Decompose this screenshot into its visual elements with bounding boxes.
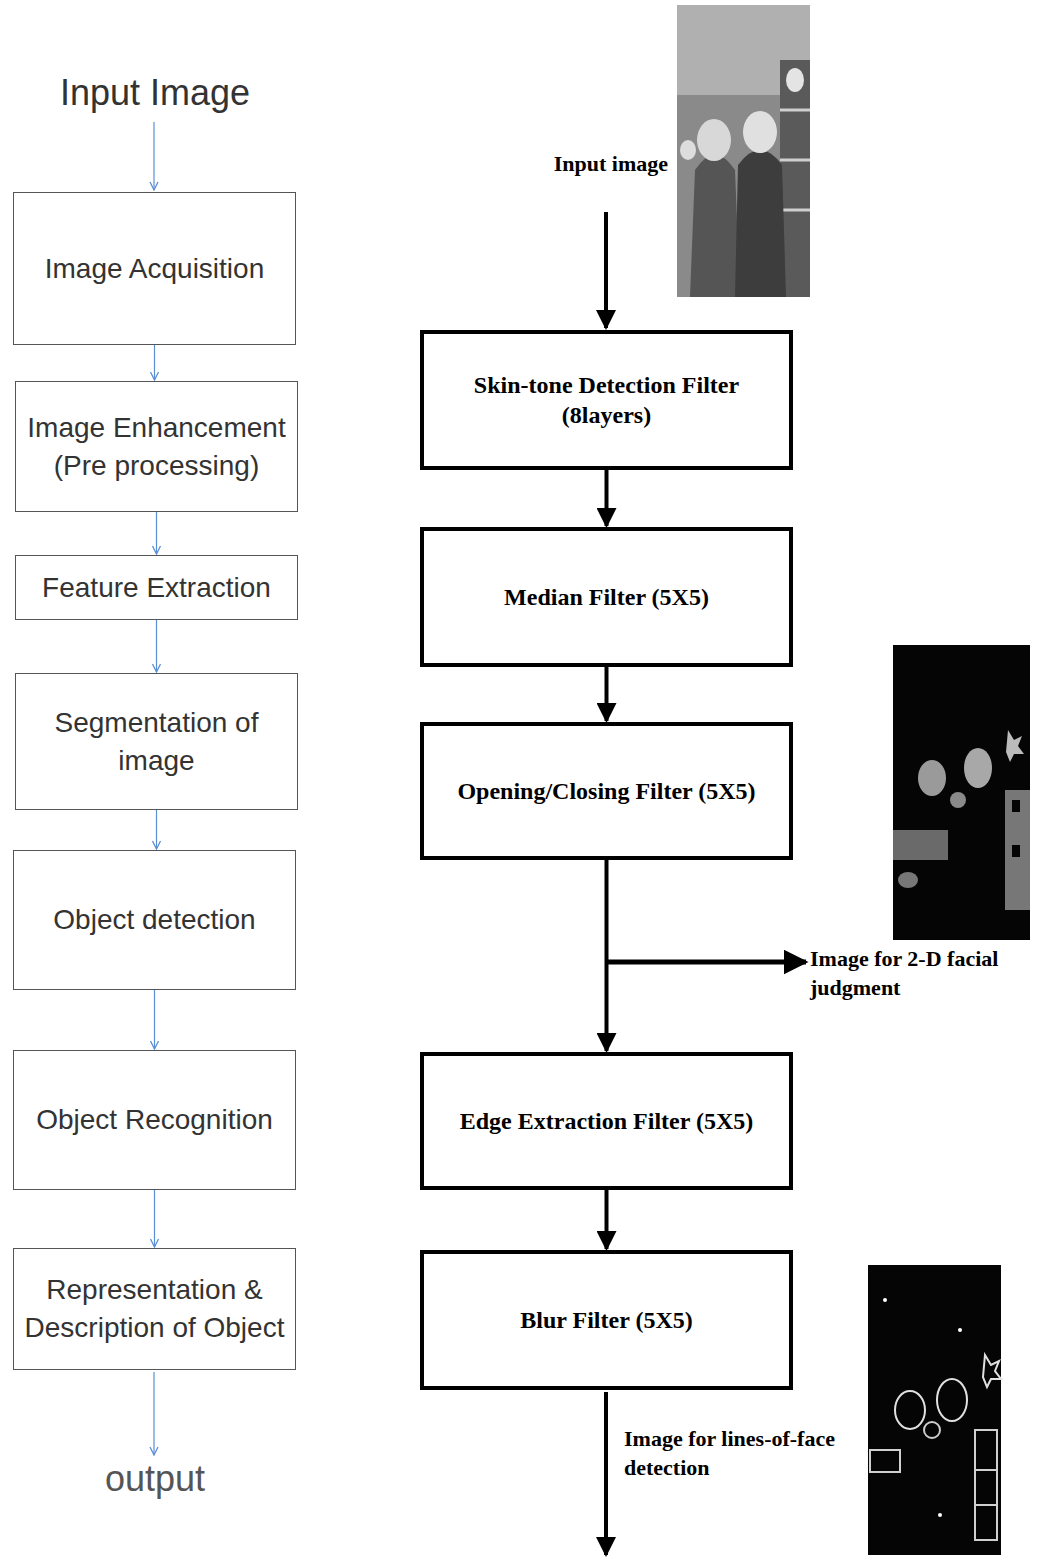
input-photo xyxy=(677,5,810,297)
edge-image xyxy=(868,1265,1001,1555)
input-label: Input Image xyxy=(30,72,280,114)
flow-arrow xyxy=(154,345,155,380)
image-ground xyxy=(893,645,1030,940)
filter-box: Skin-tone Detection Filter (8layers) xyxy=(420,330,793,470)
filter-box: Median Filter (5X5) xyxy=(420,527,793,667)
process-box: Object detection xyxy=(13,850,296,990)
box-text: Opening/Closing Filter (5X5) xyxy=(457,776,755,806)
bench-slat xyxy=(780,109,810,112)
filter-box: Opening/Closing Filter (5X5) xyxy=(420,722,793,860)
box-text: Segmentation of image xyxy=(26,704,287,780)
box-text: Representation & Description of Object xyxy=(24,1271,285,1347)
output-arrow xyxy=(153,1372,154,1455)
hand-blob xyxy=(1006,730,1024,762)
face xyxy=(743,111,777,153)
face-blob xyxy=(918,760,946,796)
image-ground xyxy=(868,1265,1001,1555)
process-box: Feature Extraction xyxy=(15,555,298,620)
hand xyxy=(680,140,696,160)
bench-outline xyxy=(870,1450,900,1472)
input-arrow xyxy=(604,212,608,328)
photo-sky xyxy=(677,5,810,95)
filter-box: Blur Filter (5X5) xyxy=(420,1250,793,1390)
noise-dot xyxy=(938,1513,942,1517)
bench-slat xyxy=(780,209,810,212)
bench-outline xyxy=(975,1504,997,1506)
process-box: Representation & Description of Object xyxy=(13,1248,296,1370)
box-text: Image Acquisition xyxy=(45,250,264,288)
hand xyxy=(786,68,804,92)
flow-arrow xyxy=(154,1190,155,1247)
person-body xyxy=(690,155,740,297)
box-text: Image Enhancement (Pre processing) xyxy=(26,409,287,485)
person-body xyxy=(735,150,786,297)
bench-outline xyxy=(975,1469,997,1471)
box-text: Object detection xyxy=(53,901,255,939)
result-label: Image for 2-D facial judgment xyxy=(810,945,1042,1002)
bench-slat xyxy=(780,159,810,162)
noise-dot xyxy=(883,1298,887,1302)
process-box: Image Enhancement (Pre processing) xyxy=(15,381,298,512)
input-label: Input image xyxy=(470,150,668,179)
box-text: Skin-tone Detection Filter (8layers) xyxy=(436,370,777,430)
noise-dot xyxy=(958,1328,962,1332)
box-text: Feature Extraction xyxy=(42,569,271,607)
hand-blob xyxy=(898,872,918,888)
face-outline xyxy=(937,1379,967,1421)
box-text: Edge Extraction Filter (5X5) xyxy=(460,1106,754,1136)
face-blob xyxy=(964,748,992,788)
process-box: Segmentation of image xyxy=(15,673,298,810)
hand-outline xyxy=(983,1355,1001,1387)
result-label: Image for lines-of-face detection xyxy=(624,1425,864,1482)
flow-arrow xyxy=(605,1190,609,1249)
flow-arrow xyxy=(605,860,609,1051)
bench-outline xyxy=(975,1430,997,1540)
bench-blob xyxy=(1005,790,1030,910)
output-label: output xyxy=(30,1458,280,1500)
box-text: Median Filter (5X5) xyxy=(504,582,709,612)
box-text: Object Recognition xyxy=(36,1101,273,1139)
branch-arrow xyxy=(606,960,806,965)
hand-blob xyxy=(950,792,966,808)
face-outline xyxy=(895,1391,925,1429)
photo-ground xyxy=(677,5,810,297)
box-text: Blur Filter (5X5) xyxy=(520,1305,692,1335)
face xyxy=(697,119,731,161)
input-arrow xyxy=(153,122,154,190)
flow-arrow xyxy=(156,810,157,849)
flow-arrow xyxy=(156,620,157,672)
bench-gap xyxy=(1012,800,1020,812)
flow-arrow xyxy=(605,667,609,721)
output-arrow xyxy=(604,1392,608,1555)
process-box: Object Recognition xyxy=(13,1050,296,1190)
skin-mask-image xyxy=(893,645,1030,940)
bench-gap xyxy=(1012,845,1020,857)
filter-box: Edge Extraction Filter (5X5) xyxy=(420,1052,793,1190)
flow-arrow xyxy=(605,470,609,526)
process-box: Image Acquisition xyxy=(13,192,296,345)
flow-arrow xyxy=(154,990,155,1049)
hand-outline xyxy=(924,1422,940,1438)
flow-arrow xyxy=(156,512,157,554)
bench-blob xyxy=(893,830,948,860)
